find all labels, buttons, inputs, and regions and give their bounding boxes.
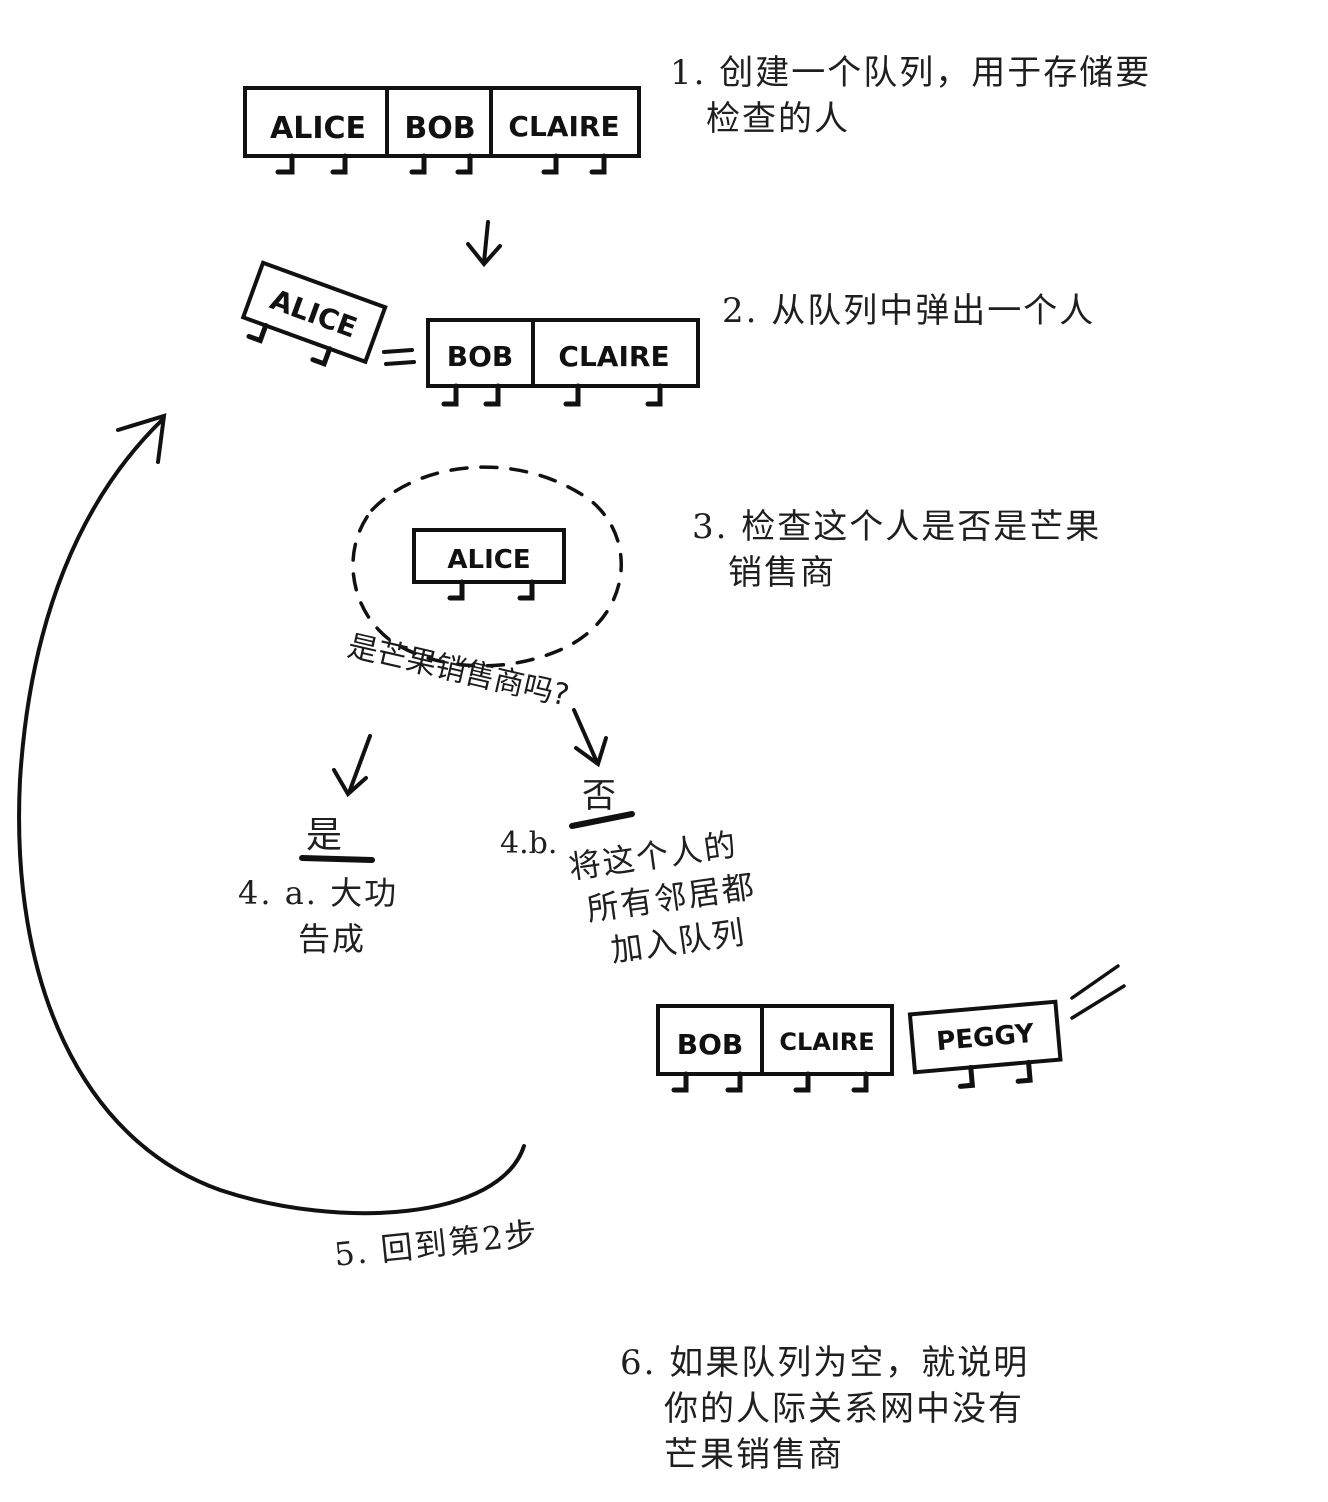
queue-3-item-claire: CLAIRE [779, 1028, 874, 1056]
return-loop-arrow [17, 413, 526, 1216]
no-branch-arrow-icon [572, 708, 608, 768]
step-2-line-1: 2. 从队列中弹出一个人 [722, 291, 1096, 331]
no-label: 否 [582, 776, 616, 816]
step-3-line-2: 销售商 [728, 553, 836, 593]
step-3-line-1: 3. 检查这个人是否是芒果 [692, 507, 1102, 547]
step-4a-note: 4. a. 大功 告成 [238, 870, 398, 962]
queue-3-new-person: PEGGY [907, 999, 1063, 1089]
queue-3: BOB CLAIRE PEGGY [656, 964, 1126, 1093]
down-arrow-icon [466, 220, 502, 268]
checked-person-label: ALICE [447, 545, 530, 575]
motion-lines [1070, 964, 1126, 1020]
popped-person-box: ALICE [240, 260, 388, 367]
queue-2-item-claire: CLAIRE [558, 340, 669, 373]
queue-1-item-alice: ALICE [270, 111, 366, 146]
queue-3-item-peggy: PEGGY [935, 1019, 1036, 1058]
queue-1-frame [243, 86, 641, 158]
queue-2: BOB CLAIRE [426, 318, 700, 407]
queue-1-item-bob: BOB [404, 111, 475, 146]
no-underline [569, 811, 635, 829]
queue-1-item-claire: CLAIRE [508, 110, 619, 143]
step-1-line-2: 检查的人 [706, 99, 850, 139]
step-4b-note: 将这个人的 所有邻居都 加入队列 [566, 821, 765, 977]
step-3-note: 3. 检查这个人是否是芒果 销售商 [692, 504, 1101, 596]
step-6-note: 6. 如果队列为空，就说明 你的人际关系网中没有 芒果销售商 [620, 1340, 1029, 1478]
yes-underline [299, 855, 375, 863]
yes-label: 是 [306, 815, 343, 856]
queue-1-legs [275, 153, 607, 175]
step-6-line-1: 6. 如果队列为空，就说明 [620, 1343, 1030, 1383]
check-question: 是芒果销售商吗? [344, 629, 572, 714]
step-2-note: 2. 从队列中弹出一个人 [722, 288, 1095, 334]
step-1-note: 1. 创建一个队列，用于存储要 检查的人 [670, 50, 1151, 142]
step-6-line-2: 你的人际关系网中没有 [664, 1389, 1024, 1429]
yes-branch-arrow-icon [332, 734, 372, 798]
check-bubble: ALICE 是芒果销售商吗? [344, 465, 623, 714]
step-4a-line-2: 告成 [298, 920, 367, 958]
step-4a-line-1: 4. a. 大功 [238, 874, 399, 912]
queue-3-item-bob: BOB [677, 1028, 744, 1061]
checked-person-box [412, 528, 566, 584]
step-4b-number: 4.b. [500, 826, 558, 861]
queue-1: ALICE BOB CLAIRE [243, 86, 641, 175]
step-6-line-3: 芒果销售商 [664, 1435, 844, 1475]
step-1-line-1: 1. 创建一个队列，用于存储要 [670, 53, 1152, 93]
equals-sign [382, 348, 416, 366]
queue-2-item-bob: BOB [447, 340, 514, 373]
